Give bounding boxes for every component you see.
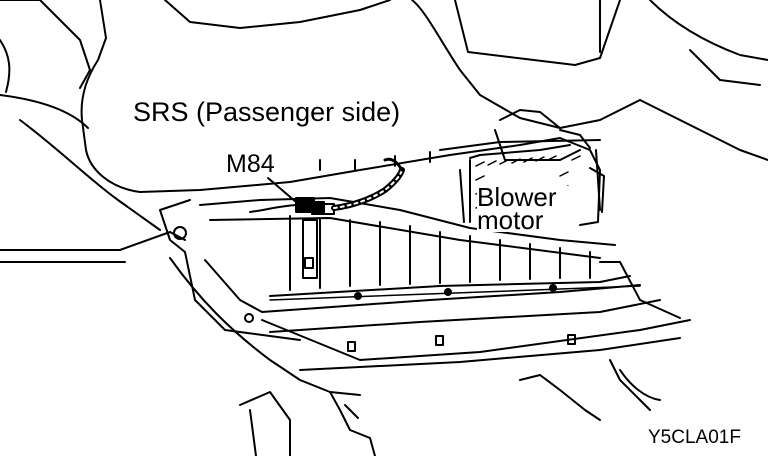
glovebox-lid [169, 257, 691, 396]
dashboard-upper-outline [80, 0, 768, 193]
wiring-harness [249, 157, 405, 213]
lower-hardware [173, 226, 661, 456]
left-door-panel [0, 0, 186, 263]
blower-motor-housing [459, 109, 605, 226]
m84-connector-label: M84 [226, 150, 275, 178]
srs-airbag-module [319, 139, 601, 171]
figure-code: Y5CLA01F [648, 427, 741, 448]
glovebox-frame [159, 197, 641, 341]
leader-line-m84 [267, 177, 297, 203]
glovebox-hinge-rod [269, 284, 641, 301]
blower-motor-label: Blower motor [477, 184, 577, 233]
srs-passenger-label: SRS (Passenger side) [133, 97, 401, 127]
m84-connector [295, 197, 335, 215]
